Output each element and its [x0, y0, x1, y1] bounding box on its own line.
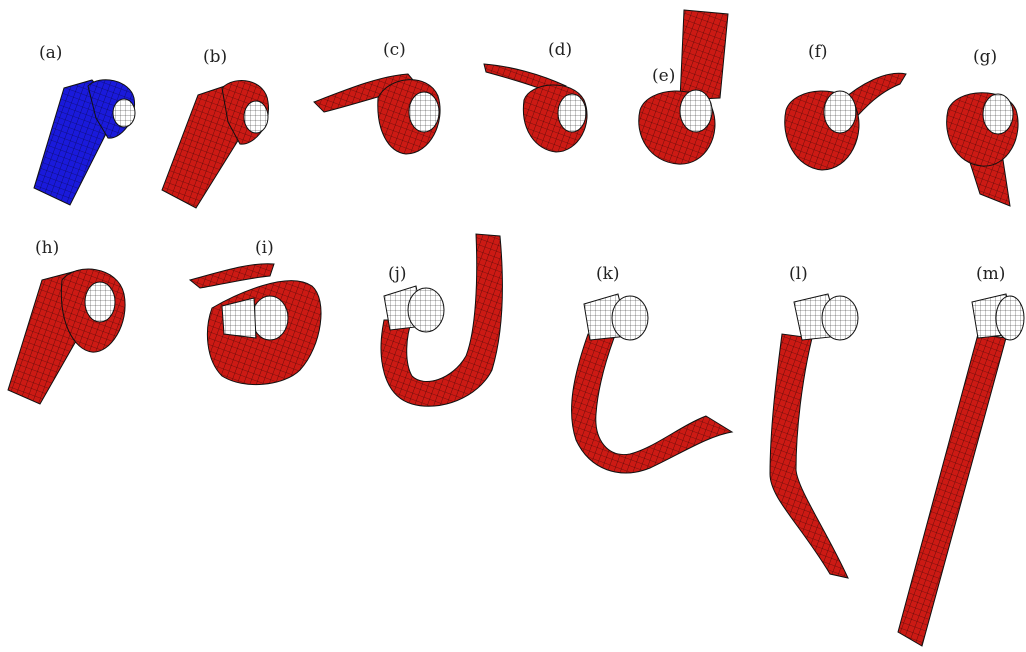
panel-h: (h) — [8, 238, 125, 404]
panel-d: (d) — [484, 40, 587, 152]
strip-k — [572, 334, 732, 473]
strip-m — [898, 334, 1006, 646]
panel-l: (l) — [770, 264, 858, 578]
cylinder-end-h — [85, 282, 115, 322]
panel-label-e: (e) — [652, 66, 675, 86]
cylinder-end-f — [824, 91, 856, 133]
cylinder-end-e — [680, 90, 712, 132]
panel-g: (g) — [947, 47, 1018, 206]
panel-m: (m) — [898, 264, 1024, 646]
cylinder-end-b — [244, 101, 268, 133]
panel-b: (b) — [162, 47, 269, 208]
cylinder-end-i — [252, 296, 288, 340]
panel-label-b: (b) — [203, 47, 227, 67]
panel-i: (i) — [190, 238, 321, 385]
cylinder-end-m — [996, 296, 1024, 340]
cylinder-end-g — [983, 94, 1013, 134]
panel-label-i: (i) — [255, 238, 274, 258]
panel-f: (f) — [785, 42, 906, 170]
panel-c: (c) — [314, 40, 440, 154]
panel-k: (k) — [572, 264, 732, 473]
strip-e — [680, 10, 728, 100]
cylinder-end-c — [409, 92, 439, 132]
panel-label-c: (c) — [383, 40, 406, 60]
panel-a: (a) — [34, 43, 135, 205]
strip-i — [190, 264, 274, 288]
cylinder-end-a — [113, 99, 135, 127]
strip-l — [770, 334, 848, 578]
panel-label-h: (h) — [35, 238, 59, 258]
panel-label-a: (a) — [39, 43, 62, 63]
panel-label-f: (f) — [808, 42, 828, 62]
panel-j: (j) — [381, 234, 502, 406]
cylinder-end-l — [822, 296, 858, 340]
panel-e: (e) — [639, 10, 728, 164]
panel-label-m: (m) — [976, 264, 1005, 284]
panel-label-k: (k) — [596, 264, 620, 284]
panel-label-g: (g) — [973, 47, 997, 67]
panel-label-l: (l) — [789, 264, 808, 284]
cylinder-end-j — [408, 288, 444, 332]
cylinder-end-d — [558, 94, 586, 132]
panel-label-j: (j) — [388, 264, 407, 284]
panel-label-d: (d) — [548, 40, 572, 60]
cylinder-end-k — [612, 296, 648, 340]
